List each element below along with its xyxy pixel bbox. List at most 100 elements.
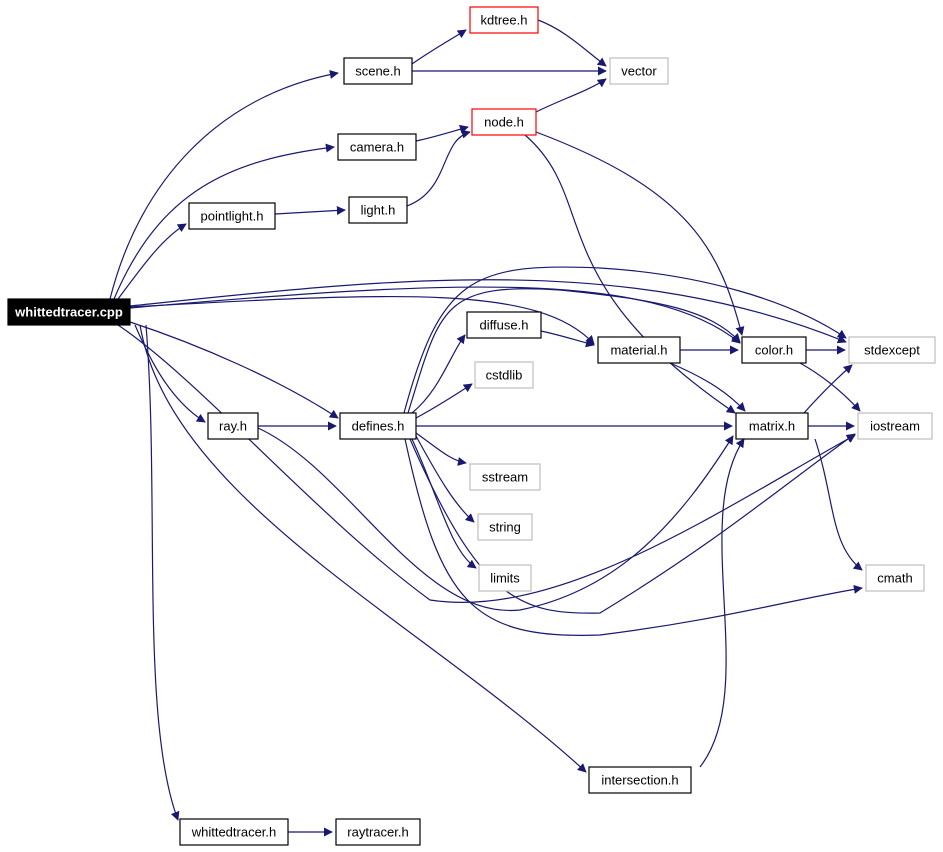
edge-whittedtracer-cpp-to-stdexcept	[129, 279, 847, 344]
node-label: whittedtracer.cpp	[14, 305, 123, 320]
node-label: camera.h	[350, 140, 404, 155]
edge-scene-h-to-kdtree-h	[411, 29, 467, 65]
edge-camera-h-to-node-h	[415, 124, 469, 142]
node-matrix-h[interactable]: matrix.h	[735, 412, 809, 440]
node-box	[179, 818, 289, 846]
node-box	[848, 336, 936, 364]
node-diffuse-h[interactable]: diffuse.h	[466, 311, 542, 339]
node-box	[597, 336, 681, 364]
node-box	[466, 311, 542, 339]
edge-defines-h-to-iostream	[409, 433, 856, 614]
node-stdexcept[interactable]: stdexcept	[848, 336, 936, 364]
node-light-h[interactable]: light.h	[348, 196, 408, 224]
node-label: diffuse.h	[480, 318, 529, 333]
node-box	[477, 513, 533, 541]
node-label: iostream	[870, 419, 920, 434]
node-box	[857, 412, 933, 440]
edge-whittedtracer-cpp-to-scene-h	[109, 70, 339, 300]
node-label: defines.h	[352, 419, 405, 434]
node-scene-h[interactable]: scene.h	[343, 57, 413, 85]
edge-kdtree-h-to-vector	[537, 19, 607, 67]
node-string[interactable]: string	[477, 513, 533, 541]
node-sstream[interactable]: sstream	[469, 463, 541, 491]
node-box	[335, 818, 421, 846]
edge-color-h-to-iostream	[799, 362, 861, 412]
node-box	[188, 202, 276, 230]
nodes-layer: whittedtracer.cpp scene.h kdtree.h vector no…	[7, 6, 936, 846]
node-box	[471, 108, 537, 136]
node-label: raytracer.h	[347, 825, 408, 840]
edge-defines-h-to-cmath	[404, 438, 863, 637]
edge-light-h-to-node-h	[406, 129, 471, 207]
node-material-h[interactable]: material.h	[597, 336, 681, 364]
node-label: color.h	[755, 343, 793, 358]
edge-node-h-to-vector	[535, 78, 607, 113]
edge-whittedtracer-cpp-to-camera-h	[113, 143, 335, 300]
edge-defines-h-to-diffuse-h	[411, 334, 466, 414]
node-label: node.h	[484, 115, 524, 130]
node-limits[interactable]: limits	[478, 564, 532, 592]
node-box	[865, 564, 925, 592]
node-raytracer-h[interactable]: raytracer.h	[335, 818, 421, 846]
node-box	[609, 57, 669, 85]
node-box	[741, 336, 807, 364]
edge-whittedtracer-cpp-to-ray-h	[134, 324, 206, 423]
edge-diffuse-h-to-material-h	[540, 330, 595, 348]
node-box	[337, 133, 417, 161]
edge-whittedtracer-cpp-to-color-h	[129, 286, 741, 344]
edge-defines-h-to-string	[415, 435, 475, 523]
node-label: whittedtracer.h	[191, 825, 277, 840]
node-label: sstream	[482, 470, 528, 485]
node-label: kdtree.h	[481, 13, 528, 28]
node-box	[339, 412, 417, 440]
edge-whittedtracer-cpp-to-whittedtracer-h	[145, 324, 180, 821]
edge-defines-h-to-stdexcept	[403, 266, 847, 414]
node-label: light.h	[361, 203, 396, 218]
edge-matrix-h-to-stdexcept	[803, 364, 853, 414]
edge-whittedtracer-cpp-to-pointlight-h	[117, 223, 187, 300]
node-label: vector	[621, 64, 657, 79]
node-node-h[interactable]: node.h	[471, 108, 537, 136]
node-box	[588, 766, 692, 794]
node-defines-h[interactable]: defines.h	[339, 412, 417, 440]
node-ray-h[interactable]: ray.h	[207, 412, 259, 440]
node-label: material.h	[610, 343, 667, 358]
node-camera-h[interactable]: camera.h	[337, 133, 417, 161]
edge-pointlight-h-to-light-h	[274, 205, 346, 215]
node-cmath[interactable]: cmath	[865, 564, 925, 592]
node-label: cstdlib	[486, 368, 523, 383]
edge-defines-h-to-limits	[411, 438, 477, 569]
node-box	[474, 361, 534, 389]
edge-defines-h-to-color-h	[407, 288, 741, 414]
node-whittedtracer-cpp[interactable]: whittedtracer.cpp	[7, 298, 131, 326]
node-box	[469, 6, 539, 34]
node-vector[interactable]: vector	[609, 57, 669, 85]
node-label: intersection.h	[601, 773, 678, 788]
edge-node-h-to-color-h	[535, 131, 745, 336]
node-pointlight-h[interactable]: pointlight.h	[188, 202, 276, 230]
node-color-h[interactable]: color.h	[741, 336, 807, 364]
node-box	[207, 412, 259, 440]
node-box	[478, 564, 532, 592]
edge-whittedtracer-cpp-to-defines-h	[129, 321, 339, 419]
edge-matrix-h-to-cmath	[814, 438, 863, 571]
edge-defines-h-to-cstdlib	[415, 383, 473, 419]
node-label: stdexcept	[864, 343, 920, 358]
node-label: matrix.h	[749, 419, 795, 434]
edge-whittedtracer-cpp-to-intersection-h	[139, 324, 587, 773]
node-label: cmath	[877, 571, 912, 586]
node-label: limits	[490, 571, 520, 586]
node-label: ray.h	[219, 419, 247, 434]
node-box	[348, 196, 408, 224]
node-kdtree-h[interactable]: kdtree.h	[469, 6, 539, 34]
node-intersection-h[interactable]: intersection.h	[588, 766, 692, 794]
edges-layer	[109, 19, 863, 837]
edge-ray-h-to-matrix-h	[257, 427, 734, 611]
edge-intersection-h-to-matrix-h	[699, 438, 745, 768]
node-cstdlib[interactable]: cstdlib	[474, 361, 534, 389]
node-box	[7, 298, 131, 326]
node-iostream[interactable]: iostream	[857, 412, 933, 440]
node-box	[469, 463, 541, 491]
node-whittedtracer-h[interactable]: whittedtracer.h	[179, 818, 289, 846]
